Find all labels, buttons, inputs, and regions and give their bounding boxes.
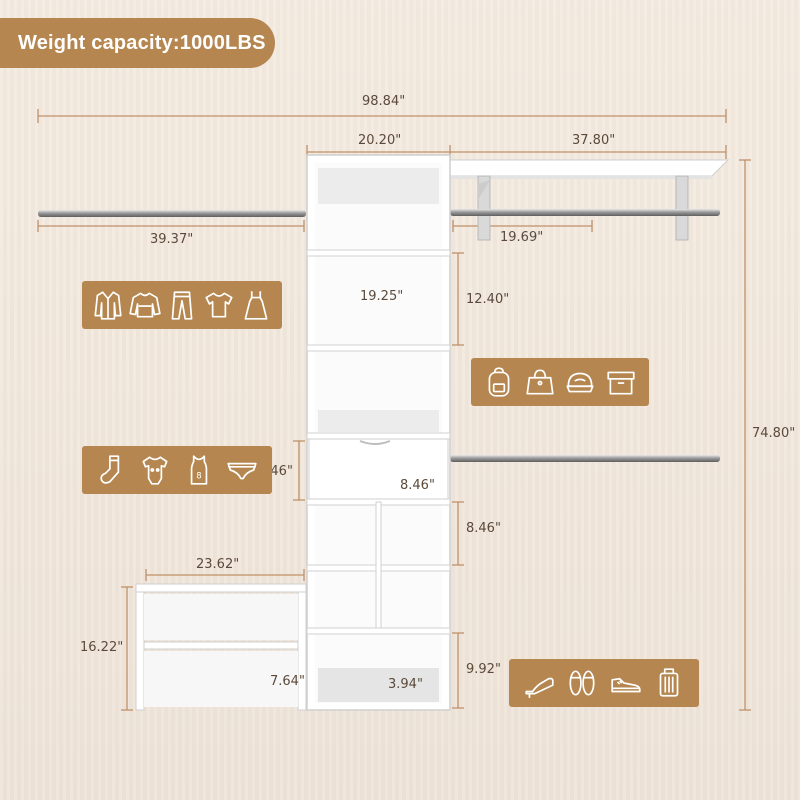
inner-width-label: 19.25" [360,289,404,304]
left-rod-length-label: 39.37" [150,232,194,247]
sneaker-icon [611,677,641,693]
hanging-rods [38,209,720,462]
svg-text:8: 8 [196,472,201,482]
slippers-icon [569,670,595,696]
tower-width-label: 20.20" [358,133,402,148]
tshirt-icon [205,292,233,318]
jacket-icon [94,291,122,320]
dress-icon [244,291,268,320]
plinth-height-label: 7.64" [270,674,305,689]
baby-onesie-icon [142,456,168,485]
underwear-icon [227,462,257,480]
plinth-depth-label: 3.94" [388,677,423,692]
tank-top-icon: 8 [190,455,208,485]
sweater-icon [129,292,161,318]
shoe-rack-height-label: 16.22" [80,640,124,655]
storage-tower [306,154,451,711]
sock-icon [100,455,119,484]
weight-capacity-text: Weight capacity:1000LBS [18,31,266,54]
cube-width-label: 8.46" [400,478,435,493]
storage-box-icon [607,371,635,395]
backpack-icon [488,367,510,397]
small-items-icon-group: 8 [82,446,272,494]
high-heel-icon [525,677,554,698]
shoe-rack [135,583,307,711]
right-rod-length-label: 19.69" [500,230,544,245]
accessories-icon-group [471,358,649,406]
suitcase-icon [659,668,679,697]
bottom-height-label: 9.92" [466,662,501,677]
overall-width-label: 98.84" [362,94,406,109]
cap-icon [566,372,594,393]
handbag-icon [526,369,554,395]
pants-icon [171,291,193,320]
shoe-rack-width-label: 23.62" [196,557,240,572]
upper-cubby-height-label: 12.40" [466,292,510,307]
overall-height-label: 74.80" [752,426,796,441]
footwear-icon-group [509,659,699,707]
right-section-width-label: 37.80" [572,133,616,148]
clothes-icon-group [82,281,282,329]
top-shelf [449,159,730,241]
weight-capacity-banner: Weight capacity:1000LBS [0,18,275,68]
cube-height-label: 8.46" [466,521,501,536]
